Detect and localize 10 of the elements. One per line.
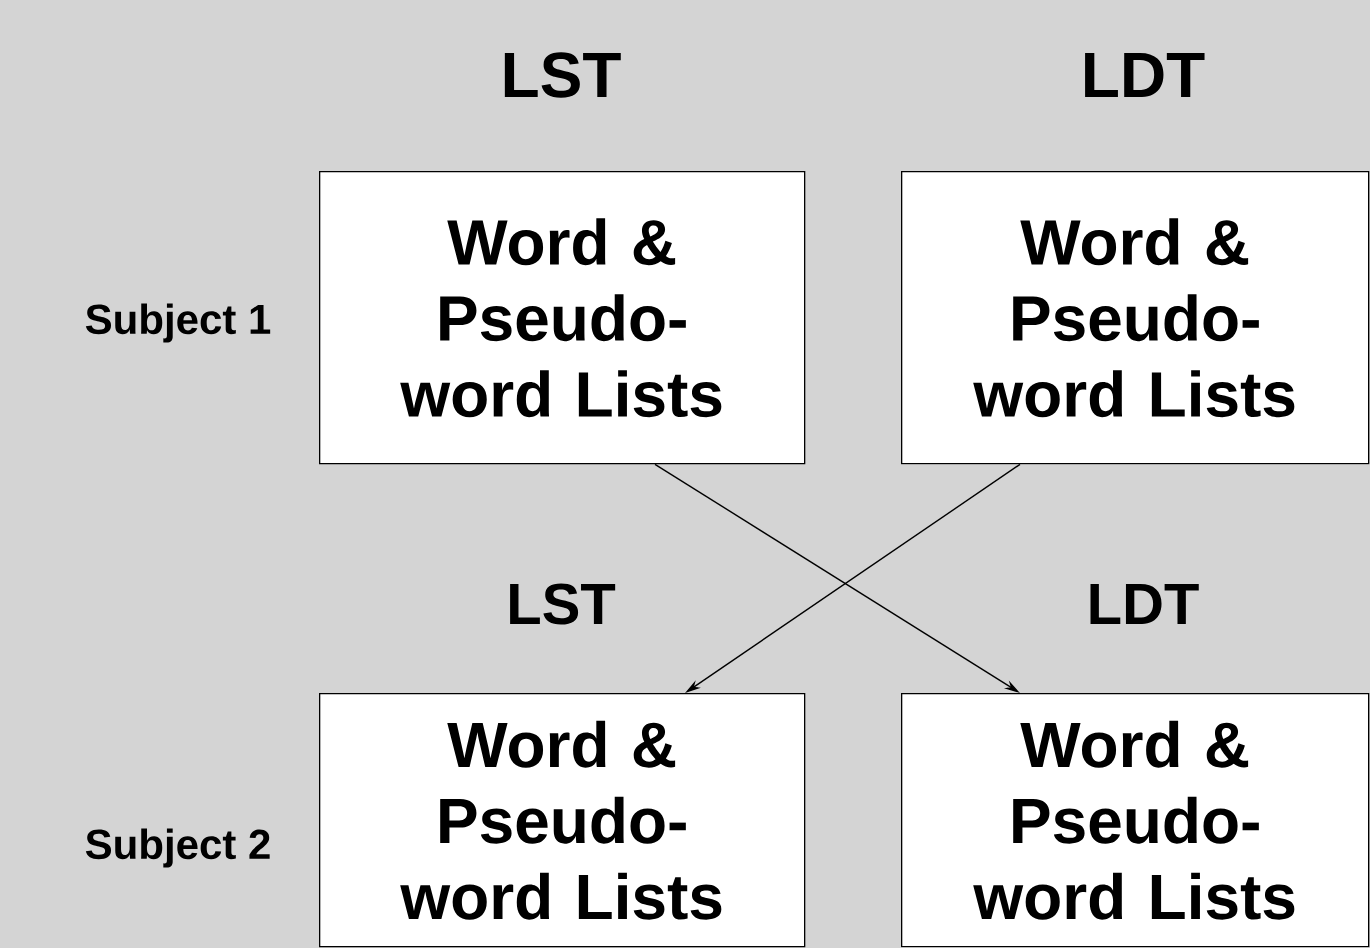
column-heading: LDT bbox=[1085, 53, 1205, 97]
column-heading: LST bbox=[510, 583, 616, 625]
list-box: Word & Pseudo-word Lists bbox=[901, 693, 1370, 948]
row-label: Subject 1 bbox=[85, 303, 271, 343]
list-box: Word & Pseudo-word Lists bbox=[319, 693, 806, 948]
list-box: Word & Pseudo-word Lists bbox=[901, 171, 1370, 465]
column-heading: LST bbox=[504, 52, 621, 98]
column-heading: LDT bbox=[1090, 584, 1199, 624]
row-label: Subject 2 bbox=[85, 828, 270, 868]
list-box: Word & Pseudo-word Lists bbox=[319, 171, 806, 465]
